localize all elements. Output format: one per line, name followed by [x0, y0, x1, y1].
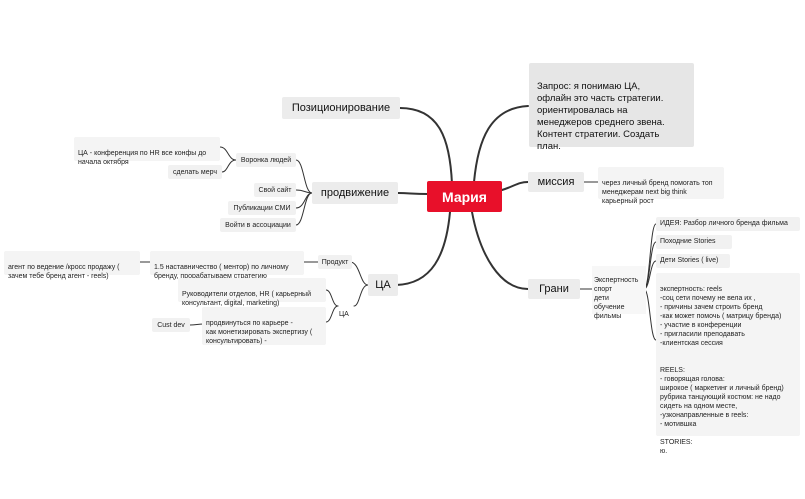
- request-note[interactable]: Запрос: я понимаю ЦА, офлайн это часть с…: [529, 63, 694, 152]
- mission-text[interactable]: через личный бренд помогать топ менеджер…: [598, 167, 724, 205]
- audience-product[interactable]: Продукт: [318, 255, 352, 269]
- audience-ca2[interactable]: ЦА: [339, 301, 355, 318]
- promotion-site[interactable]: Свой сайт: [254, 183, 296, 197]
- audience-agent[interactable]: агент по ведение /кросс продажу ( зачем …: [4, 251, 140, 280]
- topic-positioning-label: Позиционирование: [291, 102, 391, 114]
- facets-expertise-text: экспертность: reels -соц сети почему не …: [660, 286, 784, 455]
- audience-custdev-label: Cust dev: [157, 321, 185, 329]
- promotion-associations[interactable]: Войти в ассоциации: [220, 218, 296, 232]
- audience-agent-text: агент по ведение /кросс продажу ( зачем …: [8, 264, 120, 280]
- request-note-text: Запрос: я понимаю ЦА, офлайн это часть с…: [537, 81, 665, 152]
- promotion-merch-label: сделать мерч: [173, 168, 217, 176]
- topic-audience[interactable]: ЦА: [368, 274, 398, 296]
- promotion-merch[interactable]: сделать мерч: [168, 165, 222, 179]
- audience-hr-heads[interactable]: Руководители отделов, HR ( карьерный кон…: [178, 278, 326, 307]
- audience-hr-heads-text: Руководители отделов, HR ( карьерный кон…: [182, 291, 312, 307]
- promotion-funnel-label: Воронка людей: [240, 156, 292, 164]
- audience-ca2-label: ЦА: [339, 311, 349, 318]
- facets-expertise[interactable]: экспертность: reels -соц сети почему не …: [656, 273, 800, 455]
- topic-mission-label: миссия: [537, 176, 575, 188]
- link-facets: [471, 211, 529, 290]
- facets-idea[interactable]: ИДЕЯ: Разбор личного бренда фильма: [656, 217, 800, 231]
- promotion-funnel-note[interactable]: ЦА - конференция по HR все конфы до нача…: [74, 137, 220, 166]
- facets-kids-label: Дети Stories ( live): [660, 257, 719, 264]
- promotion-media-label: Публикации СМИ: [233, 204, 291, 212]
- promotion-media[interactable]: Публикации СМИ: [228, 201, 296, 215]
- central-topic[interactable]: Мария: [427, 181, 502, 212]
- topic-audience-label: ЦА: [375, 279, 391, 291]
- promotion-funnel[interactable]: Воронка людей: [236, 153, 296, 167]
- link-promotion: [397, 192, 429, 195]
- audience-mentorship[interactable]: 1.5 наставничество ( ментор) по личному …: [150, 251, 304, 280]
- audience-product-label: Продукт: [321, 258, 349, 266]
- promotion-site-label: Свой сайт: [258, 186, 292, 194]
- topic-facets-label: Грани: [539, 283, 569, 295]
- link-audience: [395, 211, 451, 286]
- link-request: [473, 105, 529, 183]
- topic-mission[interactable]: миссия: [528, 172, 584, 192]
- link-mission: [501, 181, 529, 191]
- audience-mentorship-text: 1.5 наставничество ( ментор) по личному …: [154, 264, 289, 280]
- facets-kids[interactable]: Дети Stories ( live): [656, 254, 730, 268]
- audience-custdev[interactable]: Cust dev: [152, 318, 190, 332]
- facets-list-text: Экспертность спорт дети обучение фильмы: [594, 277, 639, 320]
- promotion-funnel-note-text: ЦА - конференция по HR все конфы до нача…: [78, 150, 207, 166]
- facets-list[interactable]: Экспертность спорт дети обучение фильмы: [592, 266, 646, 320]
- topic-promotion[interactable]: продвижение: [312, 182, 398, 204]
- promotion-associations-label: Войти в ассоциации: [225, 221, 291, 229]
- topic-promotion-label: продвижение: [320, 187, 390, 199]
- facets-idea-label: ИДЕЯ: Разбор личного бренда фильма: [660, 220, 788, 227]
- facets-hike[interactable]: Походние Stories: [656, 235, 732, 249]
- audience-career-text: продвинуться по карьере - как монетизиро…: [206, 320, 313, 345]
- topic-facets[interactable]: Грани: [528, 279, 580, 299]
- link-positioning: [399, 107, 453, 185]
- facets-hike-label: Походние Stories: [660, 238, 716, 245]
- mission-text-content: через личный бренд помогать топ менеджер…: [602, 180, 713, 205]
- central-topic-label: Мария: [442, 188, 487, 205]
- audience-career[interactable]: продвинуться по карьере - как монетизиро…: [202, 307, 326, 345]
- topic-positioning[interactable]: Позиционирование: [282, 97, 400, 119]
